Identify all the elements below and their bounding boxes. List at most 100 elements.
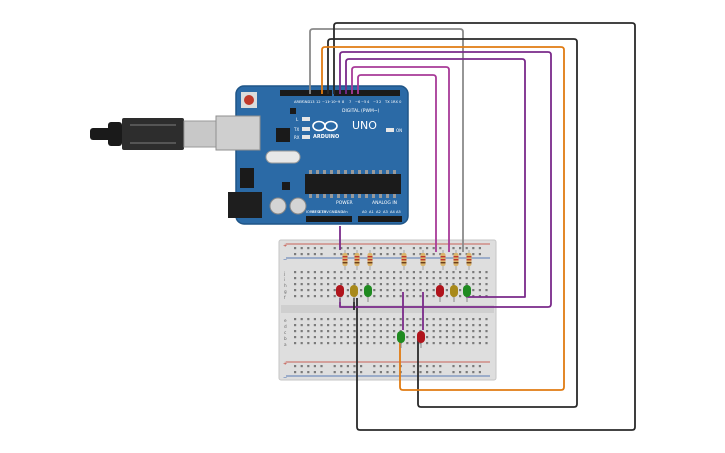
breadboard-hole (360, 277, 363, 280)
breadboard-hole (406, 342, 409, 345)
breadboard-hole (346, 283, 349, 286)
wires (309, 22, 636, 431)
breadboard-hole (300, 277, 303, 280)
breadboard-hole (419, 289, 422, 292)
breadboard-hole (485, 277, 488, 280)
breadboard-hole (320, 336, 323, 339)
breadboard-hole (379, 365, 382, 368)
breadboard-hole (478, 289, 481, 292)
breadboard-hole (445, 271, 448, 274)
led-red[interactable] (417, 331, 425, 348)
wire-purple-2[interactable] (345, 58, 526, 298)
breadboard-hole (313, 365, 316, 368)
breadboard-hole (333, 295, 336, 298)
digital-pin-12: 12 (316, 100, 321, 104)
breadboard-hole (294, 324, 297, 327)
breadboard-hole (333, 247, 336, 250)
breadboard-hole (406, 330, 409, 333)
breadboard-hole (366, 271, 369, 274)
breadboard-hole (439, 365, 442, 368)
resistor[interactable] (367, 250, 373, 270)
breadboard-hole (353, 365, 356, 368)
wire-purple-3[interactable] (351, 66, 450, 252)
wire-orange[interactable] (321, 46, 565, 391)
led-green[interactable] (364, 285, 372, 302)
breadboard-hole (379, 271, 382, 274)
breadboard-hole (366, 324, 369, 327)
breadboard-hole (320, 342, 323, 345)
breadboard-hole (320, 247, 323, 250)
breadboard-hole (485, 324, 488, 327)
breadboard-hole (426, 271, 429, 274)
breadboard-hole (353, 271, 356, 274)
breadboard-hole (373, 336, 376, 339)
resistor[interactable] (453, 250, 459, 270)
resistor[interactable] (354, 250, 360, 270)
analog-pin-a4: A4 (390, 210, 395, 214)
wire-purple-1[interactable] (339, 51, 552, 308)
breadboard-hole (426, 283, 429, 286)
wire-black-inner[interactable] (327, 38, 578, 408)
breadboard-hole (459, 283, 462, 286)
breadboard-hole (373, 371, 376, 374)
breadboard-hole (478, 342, 481, 345)
breadboard-hole (459, 271, 462, 274)
breadboard-hole (472, 271, 475, 274)
breadboard-hole (386, 324, 389, 327)
wire-black-outer[interactable] (333, 22, 636, 431)
breadboard-hole (313, 342, 316, 345)
breadboard-hole (353, 336, 356, 339)
breadboard-hole (459, 277, 462, 280)
breadboard-hole (452, 247, 455, 250)
breadboard-hole (393, 283, 396, 286)
breadboard-hole (419, 253, 422, 256)
breadboard-hole (452, 330, 455, 333)
breadboard-hole (439, 324, 442, 327)
breadboard-hole (294, 342, 297, 345)
digital-pin-10: ~10 (328, 100, 336, 104)
breadboard-hole (386, 336, 389, 339)
wire-purple-4[interactable] (357, 74, 437, 252)
breadboard[interactable]: + − + − j i h g f e d c b a (278, 239, 497, 381)
usb-port (215, 115, 261, 151)
led-green[interactable] (463, 285, 471, 302)
power-pin-gnd-1: GND (329, 210, 337, 214)
breadboard-hole (366, 277, 369, 280)
breadboard-hole (300, 295, 303, 298)
led-red[interactable] (436, 285, 444, 302)
reset-button[interactable] (244, 95, 254, 105)
breadboard-hole (445, 330, 448, 333)
breadboard-hole (439, 247, 442, 250)
breadboard-hole (360, 253, 363, 256)
led-yellow[interactable] (350, 285, 358, 302)
resistor[interactable] (420, 250, 426, 270)
breadboard-hole (360, 336, 363, 339)
breadboard-hole (313, 277, 316, 280)
resistor[interactable] (440, 250, 446, 270)
wire-gray[interactable] (309, 28, 464, 252)
breadboard-hole (300, 318, 303, 321)
resistor[interactable] (401, 250, 407, 270)
resistor[interactable] (342, 250, 348, 270)
breadboard-hole (465, 247, 468, 250)
breadboard-hole (294, 253, 297, 256)
breadboard-hole (419, 271, 422, 274)
breadboard-hole (327, 289, 330, 292)
arduino-uno-board[interactable]: L TX RX ON ARDUINO UNO DIGITAL (PWM~) PO… (215, 85, 409, 225)
row-label-h: h (284, 283, 287, 288)
breadboard-hole (333, 283, 336, 286)
breadboard-hole (386, 253, 389, 256)
breadboard-hole (373, 247, 376, 250)
resistor[interactable] (466, 250, 472, 270)
led-red[interactable] (336, 285, 344, 302)
led-green[interactable] (397, 331, 405, 348)
row-label-d: d (284, 324, 287, 329)
breadboard-hole (307, 289, 310, 292)
breadboard-hole (300, 342, 303, 345)
breadboard-hole (412, 336, 415, 339)
breadboard-hole (300, 247, 303, 250)
led-yellow[interactable] (450, 285, 458, 302)
breadboard-hole (432, 295, 435, 298)
breadboard-hole (333, 342, 336, 345)
breadboard-hole (393, 330, 396, 333)
